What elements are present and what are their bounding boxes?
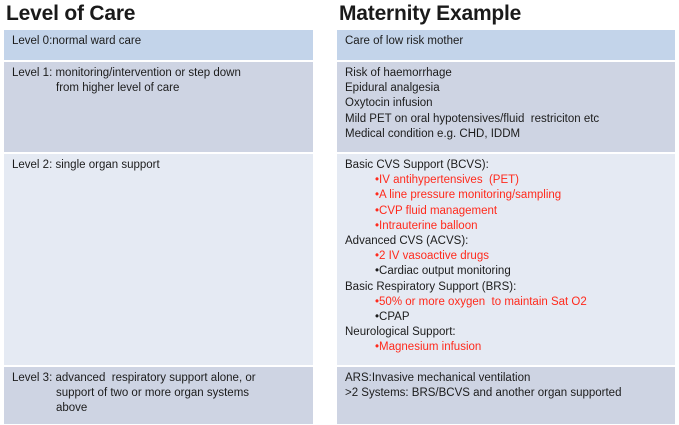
right-level-1-line-5: Medical condition e.g. CHD, IDDM: [345, 127, 521, 140]
left-row-level-3-line-1: Level 3: advanced respiratory support al…: [12, 372, 256, 384]
bullet-intrauterine-balloon: •Intrauterine balloon: [375, 219, 478, 232]
left-row-level-1-line-1: Level 1: monitoring/intervention or step…: [12, 67, 241, 79]
row-divider: [4, 365, 313, 367]
group-heading-acvs: Advanced CVS (ACVS):: [345, 235, 469, 248]
group-heading-neurological: Neurological Support:: [345, 326, 456, 339]
level-of-care-column: Level of Care Level 0:normal ward care L…: [4, 0, 313, 424]
left-row-level-3-line-3: above: [56, 402, 88, 415]
row-divider: [337, 365, 675, 367]
right-level-1-line-1: Risk of haemorrhage: [345, 67, 452, 79]
right-level-3-line-2: >2 Systems: BRS/BCVS and another organ s…: [345, 387, 622, 400]
right-row-care-low-risk-line-1: Care of low risk mother: [345, 35, 464, 47]
bullet-a-line-pressure-monitoring: •A line pressure monitoring/sampling: [375, 189, 562, 202]
left-row-level-2: Level 2: single organ support: [4, 154, 313, 365]
left-row-level-0: Level 0:normal ward care: [4, 30, 313, 60]
left-row-level-3-line-2: support of two or more organ systems: [56, 387, 250, 400]
bullet-iv-antihypertensives: •IV antihypertensives (PET): [375, 174, 519, 187]
left-row-level-2-line-1: Level 2: single organ support: [12, 159, 160, 171]
right-level-1-line-2: Epidural analgesia: [345, 82, 440, 95]
bullet-magnesium-infusion: •Magnesium infusion: [375, 341, 482, 354]
bullet-cardiac-output-monitoring: •Cardiac output monitoring: [375, 265, 511, 278]
group-heading-bcvs: Basic CVS Support (BCVS):: [345, 159, 489, 171]
left-column-title: Level of Care: [6, 2, 136, 25]
row-divider: [337, 152, 675, 154]
bullet-cvp-fluid-management: •CVP fluid management: [375, 204, 498, 217]
right-row-level-1-example: Risk of haemorrhage Epidural analgesia O…: [337, 62, 675, 152]
row-divider: [337, 60, 675, 62]
bullet-2-iv-vasoactive-drugs: •2 IV vasoactive drugs: [375, 250, 489, 263]
right-level-1-line-3: Oxytocin infusion: [345, 97, 433, 110]
maternity-example-column: Maternity Example Care of low risk mothe…: [337, 0, 675, 424]
left-row-level-0-line-1: Level 0:normal ward care: [12, 35, 142, 47]
left-row-level-1: Level 1: monitoring/intervention or step…: [4, 62, 313, 152]
left-row-level-3: Level 3: advanced respiratory support al…: [4, 367, 313, 424]
right-row-care-low-risk: Care of low risk mother: [337, 30, 675, 60]
right-row-level-3-example: ARS:Invasive mechanical ventilation >2 S…: [337, 367, 675, 424]
group-heading-brs: Basic Respiratory Support (BRS):: [345, 280, 517, 293]
bullet-cpap: •CPAP: [375, 311, 410, 324]
row-divider: [4, 152, 313, 154]
right-level-1-line-4: Mild PET on oral hypotensives/fluid rest…: [345, 112, 600, 125]
left-row-level-1-line-2: from higher level of care: [56, 82, 180, 95]
right-level-3-line-1: ARS:Invasive mechanical ventilation: [345, 372, 531, 384]
bullet-50-percent-oxygen: •50% or more oxygen to maintain Sat O2: [375, 295, 587, 308]
right-row-level-2-example: Basic CVS Support (BCVS): •IV antihypert…: [337, 154, 675, 365]
right-column-title: Maternity Example: [339, 2, 522, 25]
row-divider: [4, 60, 313, 62]
